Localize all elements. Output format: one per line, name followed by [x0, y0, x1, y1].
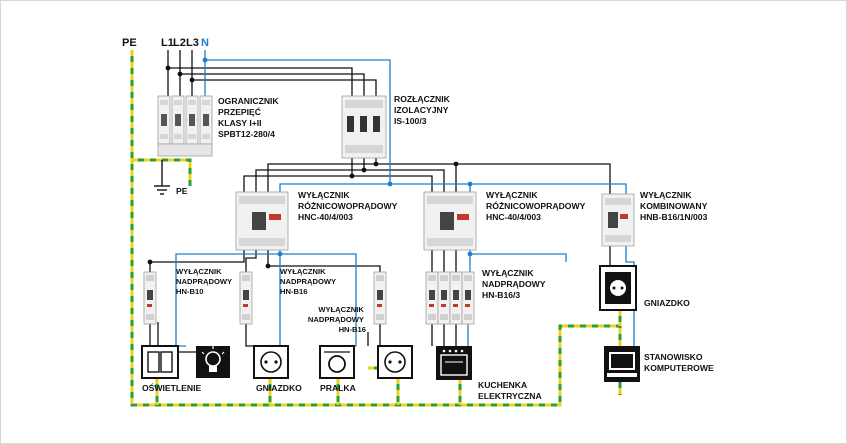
rcbo-label: WYŁĄCZNIK KOMBINOWANY HNB-B16/1N/003	[640, 190, 710, 222]
ground-icon	[154, 160, 170, 195]
washing-machine-icon	[319, 345, 355, 379]
n-bus-label: N	[201, 37, 209, 49]
junction-dots	[147, 65, 459, 269]
isolator-label: ROZŁĄCZNIK IZOLACYJNY IS-100/3	[394, 94, 452, 126]
lighting-label: OŚWIETLENIE	[142, 382, 201, 393]
rcd1-device	[235, 191, 289, 251]
socket1-label: GNIAZDKO	[256, 383, 302, 393]
mcb4-label: WYŁĄCZNIK NADPRĄDOWY HN-B16/3	[482, 268, 548, 300]
computer-icon	[604, 346, 640, 382]
rcd2-label: WYŁĄCZNIK RÓŻNICOWOPRĄDOWY HNC-40/4/003	[486, 190, 588, 222]
rcbo-device	[601, 193, 635, 247]
mcb3-device	[373, 271, 387, 325]
mcb1-device	[143, 271, 157, 325]
bulb-icon	[196, 346, 230, 378]
l3-bus-label: L3	[186, 37, 199, 49]
socket2-label: GNIAZDKO	[644, 298, 690, 308]
l1-bus-label: L1	[161, 37, 174, 49]
stove-icon	[436, 346, 472, 380]
rcd1-label: WYŁĄCZNIK RÓŻNICOWOPRĄDOWY HNC-40/4/003	[298, 190, 400, 222]
stove-label: KUCHENKA ELEKTRYCZNA	[478, 380, 542, 401]
socket-icon	[599, 265, 637, 311]
switch-icon	[141, 345, 179, 379]
pe-bus-label: PE	[122, 37, 137, 49]
mcb3-label: WYŁĄCZNIK NADPRĄDOWY HN-B16	[308, 305, 366, 334]
socket-icon	[377, 345, 413, 379]
isolator-device	[341, 95, 387, 159]
rcd2-device	[423, 191, 477, 251]
pe-conductor	[130, 50, 622, 407]
l2-bus-label: L2	[173, 37, 186, 49]
ground-label: PE	[176, 186, 188, 196]
mcb2-label: WYŁĄCZNIK NADPRĄDOWY HN-B16	[280, 267, 338, 296]
washer-label: PRALKA	[320, 383, 356, 393]
spd-label: OGRANICZNIK PRZEPIĘĆ KLASY I+II SPBT12-2…	[218, 96, 281, 139]
computer-label: STANOWISKO KOMPUTEROWE	[644, 352, 714, 373]
mcb1-label: WYŁĄCZNIK NADPRĄDOWY HN-B10	[176, 267, 234, 296]
mcb4-device	[425, 271, 475, 325]
socket-icon	[253, 345, 289, 379]
spd-device	[157, 95, 213, 157]
mcb2-device	[239, 271, 253, 325]
